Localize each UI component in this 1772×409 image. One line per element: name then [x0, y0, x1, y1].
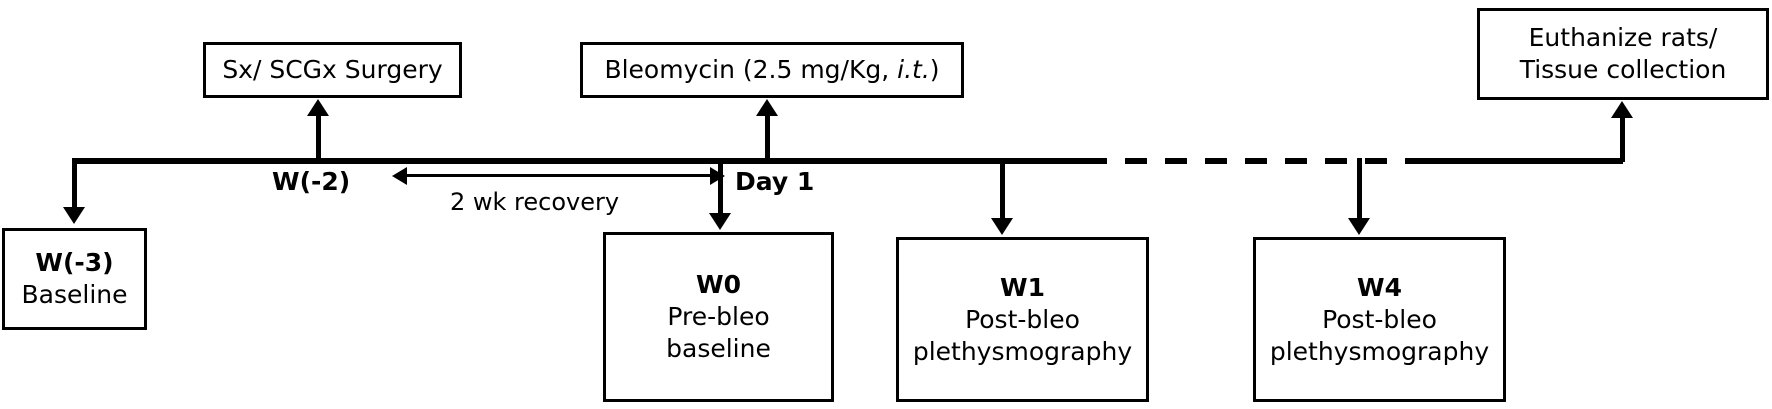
- box-w0-line-2: baseline: [666, 334, 771, 363]
- box-w1-line-2: plethysmography: [912, 336, 1133, 366]
- box-w-minus-3-title: W(-3): [35, 248, 114, 277]
- stem-bleomycin: [765, 115, 770, 161]
- box-surgery-line-1: Sx/ SCGx Surgery: [222, 55, 443, 84]
- arrowhead-surgery-up: [307, 99, 329, 116]
- box-w1-line-1: Post-bleo: [965, 304, 1080, 334]
- box-w4-line-2: plethysmography: [1269, 336, 1490, 366]
- box-w4-title: W4: [1357, 272, 1402, 302]
- box-bleomycin-text-plain: Bleomycin (2.5 mg/Kg,: [604, 55, 898, 84]
- arrowhead-bleomycin-up: [756, 99, 778, 116]
- box-w1: W1 Post-bleo plethysmography: [896, 237, 1149, 402]
- box-w0-line-1: Pre-bleo: [667, 302, 770, 331]
- stem-surgery: [316, 115, 321, 161]
- recovery-span-label: 2 wk recovery: [450, 188, 620, 216]
- recovery-arrow-shaft: [405, 174, 710, 177]
- stem-w0: [718, 158, 723, 215]
- timeline-dashed-segment: [1085, 158, 1420, 164]
- arrowhead-w4-down: [1348, 218, 1370, 235]
- tick-label-w-minus-2: W(-2): [272, 167, 351, 196]
- tick-label-day-1: Day 1: [735, 167, 815, 196]
- stem-w1: [1000, 158, 1005, 220]
- timeline-solid-right: [1420, 158, 1623, 164]
- box-bleomycin-line-1: Bleomycin (2.5 mg/Kg, i.t.): [604, 54, 939, 86]
- box-euthanize: Euthanize rats/ Tissue collection: [1477, 8, 1769, 100]
- box-w1-title: W1: [1000, 272, 1045, 302]
- timeline-solid-left: [72, 158, 1085, 164]
- box-w4-line-1: Post-bleo: [1322, 304, 1437, 334]
- stem-w-minus-3: [72, 158, 77, 209]
- arrowhead-w-minus-3-down: [63, 207, 85, 224]
- box-w-minus-3: W(-3) Baseline: [2, 228, 147, 330]
- box-bleomycin: Bleomycin (2.5 mg/Kg, i.t.): [580, 42, 964, 98]
- box-bleomycin-text-italic: i.t.: [897, 55, 930, 84]
- stem-w4: [1357, 158, 1362, 220]
- box-euthanize-line-2: Tissue collection: [1519, 55, 1727, 84]
- arrowhead-euthanize-up: [1611, 101, 1633, 118]
- box-surgery: Sx/ SCGx Surgery: [203, 42, 462, 98]
- arrowhead-w0-down: [709, 213, 731, 230]
- box-w4: W4 Post-bleo plethysmography: [1253, 237, 1506, 402]
- arrowhead-w1-down: [991, 218, 1013, 235]
- box-w0-title: W0: [696, 270, 741, 299]
- box-w0: W0 Pre-bleo baseline: [603, 232, 834, 402]
- box-w-minus-3-line-1: Baseline: [21, 280, 128, 309]
- recovery-arrowhead-left: [392, 167, 407, 185]
- stem-euthanize: [1620, 117, 1625, 162]
- box-bleomycin-text-tail: ): [929, 55, 940, 84]
- box-euthanize-line-1: Euthanize rats/: [1528, 23, 1718, 52]
